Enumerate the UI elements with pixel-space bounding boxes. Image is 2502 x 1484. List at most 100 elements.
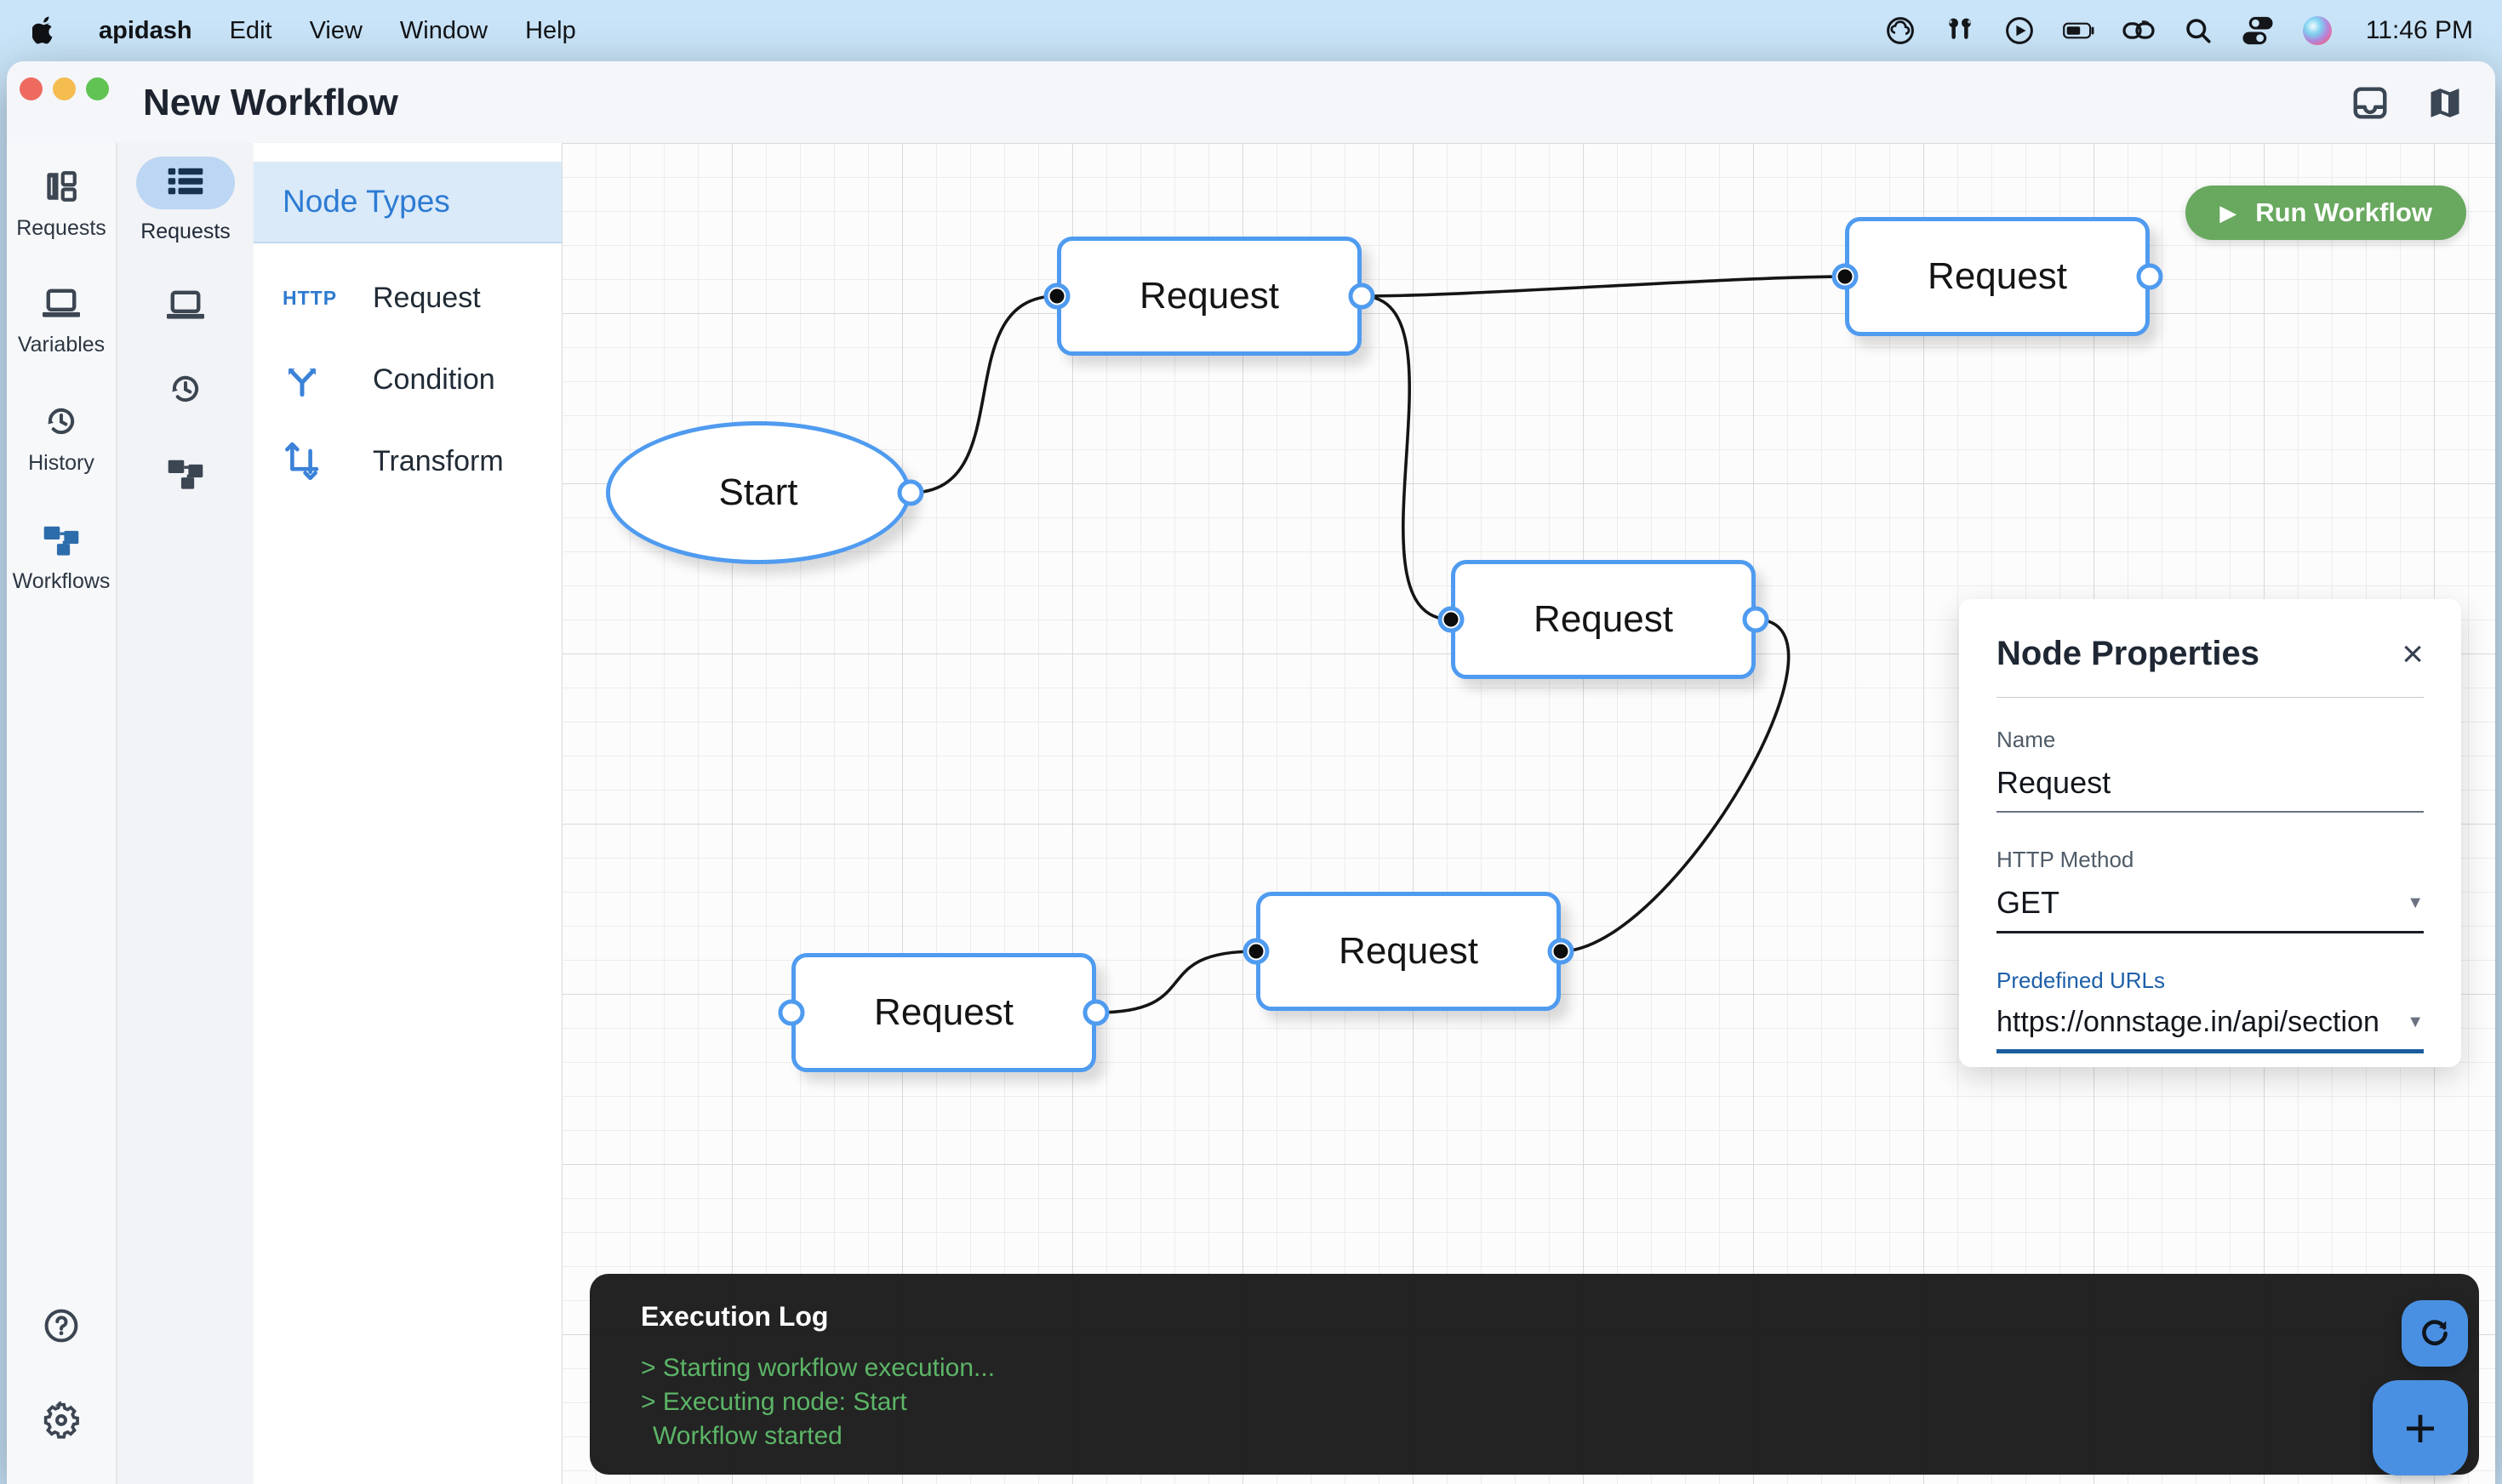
node-label: Start — [718, 471, 798, 513]
siri-icon — [2302, 16, 2332, 45]
field-value: Request — [1996, 765, 2111, 800]
rail-workflow-icon[interactable] — [167, 455, 204, 495]
palette-item-label: Transform — [373, 444, 504, 477]
execution-log-panel: Execution Log > Starting workflow execut… — [590, 1274, 2479, 1475]
apple-icon[interactable] — [29, 14, 61, 47]
node-label: Request — [1339, 930, 1478, 972]
workflow-node-r3[interactable]: Request — [1256, 892, 1561, 1011]
close-window-button[interactable] — [20, 77, 43, 100]
page-title: New Workflow — [143, 82, 398, 123]
workflow-canvas[interactable]: ▶ Run Workflow Node Properties × Name Re… — [562, 143, 2495, 1484]
workflow-node-r4[interactable]: Request — [1845, 217, 2150, 336]
node-label: Request — [1928, 255, 2067, 297]
edge-connection — [1361, 275, 1846, 298]
list-icon — [167, 166, 204, 201]
property-field-predefined-urls: Predefined URLs https://onnstage.in/api/… — [1996, 967, 2424, 1053]
field-input[interactable]: https://onnstage.in/api/section ▼ — [1996, 1006, 2424, 1053]
battery-icon[interactable] — [2062, 14, 2095, 47]
siri-icon[interactable] — [2301, 14, 2333, 47]
sidebar-item-label: Variables — [17, 333, 106, 357]
close-icon[interactable]: × — [2402, 632, 2424, 675]
play-circle-icon[interactable] — [2003, 14, 2036, 47]
spotlight-search-icon[interactable] — [2182, 14, 2214, 47]
airpods-icon[interactable] — [1944, 14, 1976, 47]
app-menu-apidash[interactable]: apidash — [99, 16, 192, 44]
sidebar-item-history[interactable]: History — [28, 403, 94, 476]
node-properties-title: Node Properties — [1996, 635, 2259, 672]
plus-icon: + — [2403, 1396, 2437, 1459]
divider — [1996, 697, 2424, 698]
workflow-node-r1[interactable]: Request — [1057, 237, 1362, 356]
palette-item-label: Request — [373, 281, 481, 314]
rail-item-requests[interactable] — [136, 157, 235, 209]
log-line: > Starting workflow execution... — [641, 1354, 996, 1382]
node-palette-header[interactable]: Node Types — [254, 162, 562, 243]
palette-item-request[interactable]: HTTP Request — [254, 257, 562, 339]
sidebar-item-label: History — [28, 451, 94, 475]
palette-item-condition[interactable]: Condition — [254, 339, 562, 420]
refresh-button[interactable] — [2402, 1300, 2468, 1367]
primary-sidebar: Requests Variables History Workflows — [7, 143, 117, 1484]
field-label: HTTP Method — [1996, 847, 2134, 872]
traffic-lights — [20, 77, 109, 100]
edge-connection — [1361, 294, 1452, 621]
workflow-node-start[interactable]: Start — [606, 421, 911, 564]
node-label: Request — [1534, 598, 1673, 640]
sidebar-item-label: Requests — [16, 216, 106, 240]
laptop-icon — [43, 287, 80, 321]
sidebar-item-variables[interactable]: Variables — [18, 287, 105, 357]
chevron-down-icon[interactable]: ▼ — [2407, 1013, 2424, 1031]
log-line: Workflow started — [653, 1422, 843, 1450]
tray-icon[interactable] — [2351, 83, 2390, 127]
field-value: GET — [1996, 885, 2060, 920]
minimize-window-button[interactable] — [53, 77, 76, 100]
creative-cloud-icon[interactable] — [1884, 14, 1916, 47]
field-input[interactable]: GET ▼ — [1996, 885, 2424, 933]
edge-connection — [1095, 950, 1257, 1014]
field-input[interactable]: Request — [1996, 765, 2424, 813]
condition-icon — [283, 361, 347, 398]
workflow-icon — [43, 522, 80, 557]
secondary-rail: Requests — [117, 143, 254, 1484]
node-label: Request — [874, 991, 1014, 1033]
sidebar-item-workflows[interactable]: Workflows — [12, 522, 111, 594]
sidebar-item-requests[interactable]: Requests — [16, 168, 106, 241]
workflow-node-r5[interactable]: Request — [791, 953, 1096, 1072]
palette-item-transform[interactable]: Transform — [254, 420, 562, 502]
field-label: Name — [1996, 727, 2056, 752]
menu-window[interactable]: Window — [399, 16, 488, 44]
refresh-icon — [2422, 1320, 2448, 1345]
transform-icon — [283, 442, 347, 481]
execution-log-title: Execution Log — [641, 1301, 829, 1332]
field-label: Predefined URLs — [1996, 967, 2165, 993]
help-icon[interactable] — [43, 1307, 80, 1349]
chevron-down-icon[interactable]: ▼ — [2407, 893, 2424, 912]
rail-laptop-icon[interactable] — [165, 288, 206, 327]
zoom-window-button[interactable] — [86, 77, 109, 100]
menu-help[interactable]: Help — [525, 16, 576, 44]
workflow-node-r2[interactable]: Request — [1451, 560, 1756, 679]
node-label: Request — [1140, 275, 1279, 317]
rail-history-icon[interactable] — [168, 371, 203, 411]
edge-connection — [910, 294, 1058, 494]
node-properties-panel: Node Properties × Name Request HTTP Meth… — [1959, 599, 2461, 1067]
palette-item-label: Condition — [373, 362, 495, 396]
menu-bar-clock[interactable]: 11:46 PM — [2365, 16, 2473, 44]
handoff-rings-icon[interactable] — [2122, 14, 2155, 47]
field-value: https://onnstage.in/api/section — [1996, 1006, 2379, 1038]
settings-icon[interactable] — [43, 1399, 80, 1443]
http-badge: HTTP — [283, 286, 338, 309]
dashboard-icon — [43, 168, 79, 204]
menu-view[interactable]: View — [309, 16, 363, 44]
property-field-name: Name Request — [1996, 727, 2424, 813]
play-icon: ▶ — [2219, 199, 2237, 225]
map-icon[interactable] — [2425, 83, 2465, 127]
menu-edit[interactable]: Edit — [229, 16, 272, 44]
add-node-button[interactable]: + — [2373, 1380, 2468, 1475]
window-title-bar: New Workflow — [7, 61, 2495, 143]
sidebar-item-label: Workflows — [12, 569, 111, 593]
run-workflow-button[interactable]: ▶ Run Workflow — [2185, 186, 2466, 240]
macos-menu-bar: apidash Edit View Window Help 11:46 PM — [0, 0, 2502, 61]
history-icon — [43, 403, 79, 439]
control-center-icon[interactable] — [2242, 14, 2274, 47]
